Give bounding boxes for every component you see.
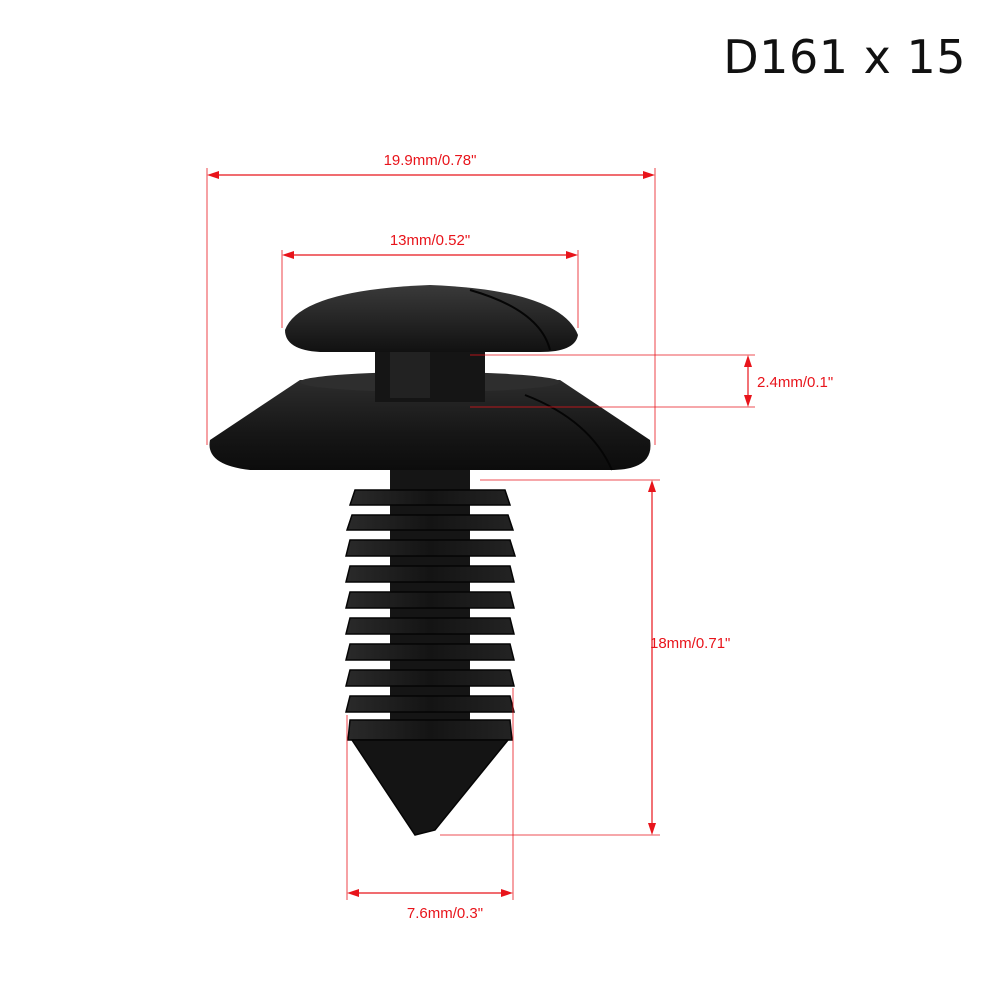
dimension-cap-width: 13mm/0.52"	[281, 232, 579, 328]
shank-tip	[350, 739, 510, 836]
dimension-gap-height: 2.4mm/0.1"	[470, 354, 833, 408]
dimension-overall-width: 19.9mm/0.78"	[206, 152, 656, 445]
overall-width-label: 19.9mm/0.78"	[384, 152, 477, 169]
dimension-shank-length: 18mm/0.71"	[440, 479, 730, 836]
shank-length-label: 18mm/0.71"	[650, 635, 730, 652]
shank-ribs	[345, 489, 517, 741]
cap-width-label: 13mm/0.52"	[390, 232, 470, 249]
gap-height-label: 2.4mm/0.1"	[757, 374, 833, 391]
product-code-title: D161 x 15	[723, 30, 966, 84]
shank-width-label: 7.6mm/0.3"	[407, 905, 483, 922]
dimension-shank-width: 7.6mm/0.3"	[346, 688, 514, 922]
top-cap	[285, 285, 578, 352]
push-clip-part	[209, 285, 651, 836]
